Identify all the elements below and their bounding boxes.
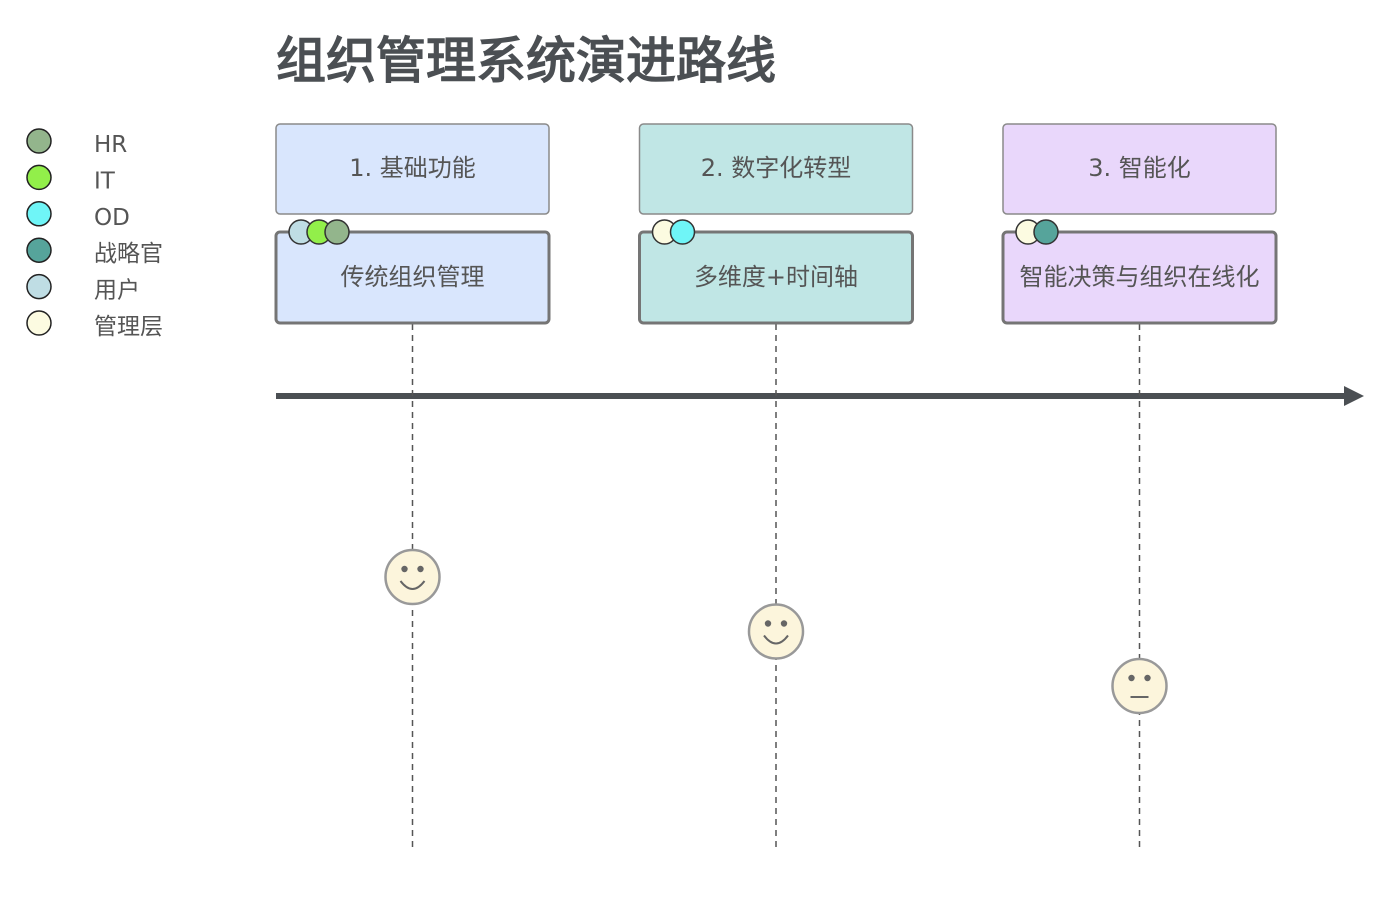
face-mouth-smile [763, 634, 789, 645]
legend-label: 用户 [94, 278, 140, 304]
actor-marker [1033, 219, 1059, 245]
face-eye [401, 565, 408, 573]
section-header-label: 3. 智能化 [1088, 154, 1191, 182]
section-header-box [1002, 123, 1277, 215]
task-box [1001, 230, 1278, 325]
legend-item: 管理层 [26, 310, 163, 340]
score-face-icon [384, 548, 441, 606]
face-eye [1128, 674, 1135, 682]
task-label: 智能决策与组织在线化 [1020, 263, 1260, 291]
face-eye [417, 565, 424, 573]
legend-label: 管理层 [94, 314, 163, 340]
face-circle [1111, 657, 1168, 715]
legend-item: 用户 [26, 273, 140, 304]
task-label: 传统组织管理 [341, 263, 485, 291]
task-box [274, 230, 551, 325]
section-header-box [638, 123, 914, 215]
face-circle [384, 548, 441, 606]
score-face-icon [747, 603, 805, 660]
legend-item: OD [26, 201, 130, 231]
face-circle [747, 603, 805, 660]
section-header-label: 1. 基础功能 [349, 154, 476, 182]
legend-item: 战略官 [26, 237, 163, 267]
legend-label: OD [94, 205, 130, 231]
timeline-arrowhead [1344, 386, 1364, 406]
legend-label: 战略官 [94, 241, 163, 267]
face-mouth-smile [399, 580, 426, 590]
legend-label: HR [94, 132, 127, 158]
face-eye [764, 620, 772, 627]
legend-swatch [26, 201, 52, 227]
legend-swatch [26, 273, 52, 300]
legend-item: HR [26, 128, 127, 158]
actor-marker [324, 219, 350, 245]
diagram-title: 组织管理系统演进路线 [276, 32, 776, 90]
task-box [638, 230, 914, 325]
task-label: 多维度+时间轴 [694, 263, 858, 291]
face-eye [1144, 674, 1151, 682]
section-header-box [275, 123, 550, 215]
legend-item: IT [26, 164, 116, 194]
legend-swatch [26, 310, 52, 336]
actor-marker [669, 219, 696, 245]
legend-swatch [26, 128, 52, 154]
legend-swatch [26, 164, 52, 191]
score-face-icon [1111, 657, 1168, 715]
legend-swatch [26, 237, 52, 263]
face-eye [780, 620, 788, 627]
section-header-label: 2. 数字化转型 [701, 154, 852, 182]
legend-label: IT [94, 168, 116, 194]
